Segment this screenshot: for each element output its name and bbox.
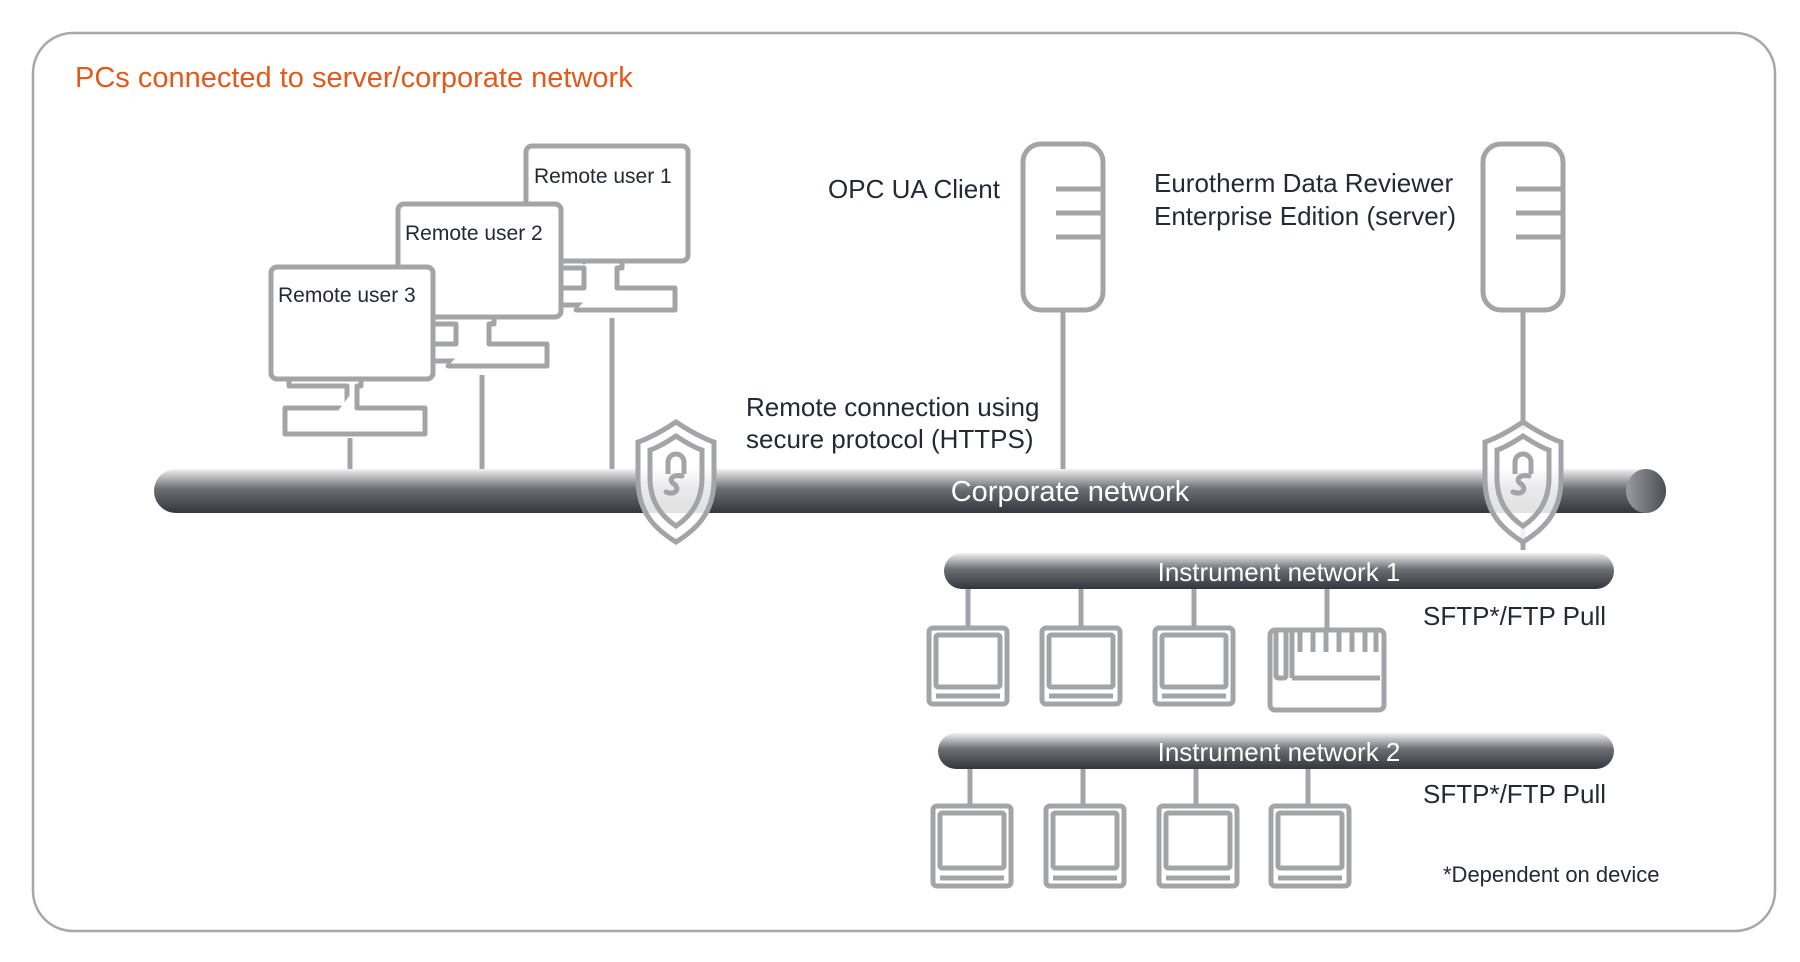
instrument-device xyxy=(1152,625,1236,707)
remote-user-1-label: Remote user 1 xyxy=(534,165,672,188)
instrument-network-1-bar: Instrument network 1 xyxy=(944,553,1614,589)
footnote: *Dependent on device xyxy=(1443,862,1660,887)
instrument-network-2-protocol: SFTP*/FTP Pull xyxy=(1423,779,1606,809)
opc-ua-client-label: OPC UA Client xyxy=(828,174,1001,204)
remote-user-3-pc: Remote user 3 xyxy=(268,264,436,437)
instrument-device xyxy=(1039,625,1123,707)
instrument-device xyxy=(926,625,1010,707)
connectors xyxy=(347,308,1526,806)
server-tower xyxy=(1480,141,1566,313)
remote-user-1-pc: Remote user 1 xyxy=(523,143,691,313)
instrument-device xyxy=(930,803,1014,889)
server-label-line1: Eurotherm Data Reviewer xyxy=(1154,168,1453,198)
server-label-line2: Enterprise Edition (server) xyxy=(1154,201,1456,231)
din-rail-controller xyxy=(1267,627,1387,713)
instrument-network-2-label: Instrument network 2 xyxy=(1158,737,1401,767)
instrument-device xyxy=(1156,803,1240,889)
corporate-network-bar: Corporate network xyxy=(154,469,1666,513)
instrument-network-1-label: Instrument network 1 xyxy=(1158,557,1401,587)
remote-connection-line2: secure protocol (HTTPS) xyxy=(746,424,1034,454)
instrument-network-2-bar: Instrument network 2 xyxy=(938,733,1614,769)
instrument-device xyxy=(1043,803,1127,889)
page-title: PCs connected to server/corporate networ… xyxy=(75,62,633,94)
remote-user-3-label: Remote user 3 xyxy=(278,284,416,307)
corporate-network-label: Corporate network xyxy=(951,476,1190,508)
opc-ua-client-tower xyxy=(1020,141,1106,313)
shield-lock-icon xyxy=(635,418,717,545)
shield-lock-icon xyxy=(1482,418,1564,545)
remote-user-2-label: Remote user 2 xyxy=(405,222,543,245)
frame-border xyxy=(31,31,1777,933)
remote-connection-line1: Remote connection using xyxy=(746,392,1039,422)
instrument-network-1-protocol: SFTP*/FTP Pull xyxy=(1423,601,1606,631)
instrument-device xyxy=(1268,803,1352,889)
